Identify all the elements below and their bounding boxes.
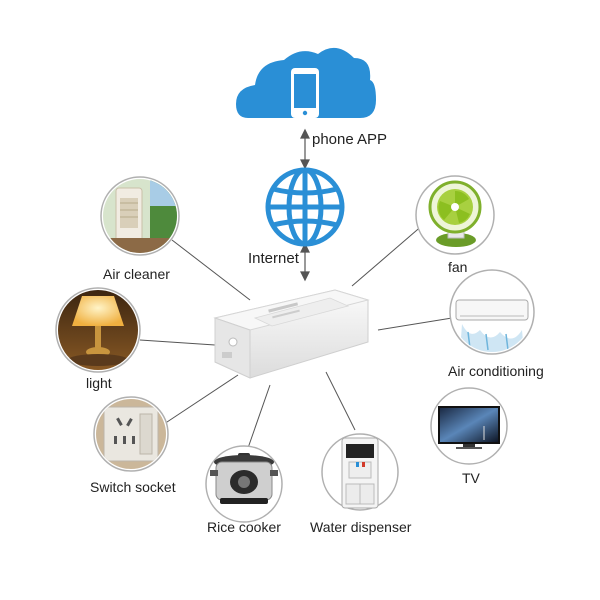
cloud-icon	[236, 47, 376, 118]
line-fan	[351, 223, 425, 287]
light-circle	[55, 287, 141, 373]
smart-switch-module	[213, 289, 370, 379]
smartphone-icon	[291, 68, 319, 118]
tv-circle	[430, 387, 508, 465]
rice-cooker-circle	[205, 445, 283, 523]
rice-cooker-icon	[210, 453, 278, 504]
switch-socket-label: Switch socket	[90, 479, 176, 495]
line-light	[139, 339, 216, 346]
air-conditioning-label: Air conditioning	[448, 363, 544, 379]
phone-app-label: phone APP	[312, 131, 388, 148]
air-conditioning-circle	[449, 269, 535, 355]
arrow-globe-module	[300, 242, 310, 282]
air-conditioner-icon	[452, 272, 532, 352]
fan-circle	[415, 175, 495, 255]
water-dispenser-label: Water dispenser	[310, 519, 412, 535]
line-rice-cooker	[247, 384, 271, 449]
fan-icon	[428, 180, 482, 247]
air-cleaner-circle	[100, 176, 180, 256]
globe-icon	[265, 167, 345, 247]
wall-socket-icon	[96, 399, 166, 469]
rice-cooker-label: Rice cooker	[207, 519, 281, 535]
line-air-cleaner	[171, 239, 251, 301]
switch-socket-circle	[93, 396, 169, 472]
line-water-dispenser	[325, 371, 356, 431]
internet-label: Internet	[248, 250, 299, 267]
arrow-cloud-globe	[300, 128, 310, 170]
light-label: light	[86, 375, 112, 391]
tv-icon	[438, 406, 500, 449]
connector-lines	[139, 223, 453, 449]
lamp-icon	[58, 290, 138, 370]
water-dispenser-circle	[321, 433, 399, 511]
fan-label: fan	[448, 259, 468, 275]
line-air-conditioning	[377, 317, 453, 331]
tv-label: TV	[462, 470, 480, 486]
line-switch-socket	[163, 374, 239, 425]
air-cleaner-label: Air cleaner	[103, 266, 170, 282]
water-dispenser-icon	[341, 437, 379, 509]
